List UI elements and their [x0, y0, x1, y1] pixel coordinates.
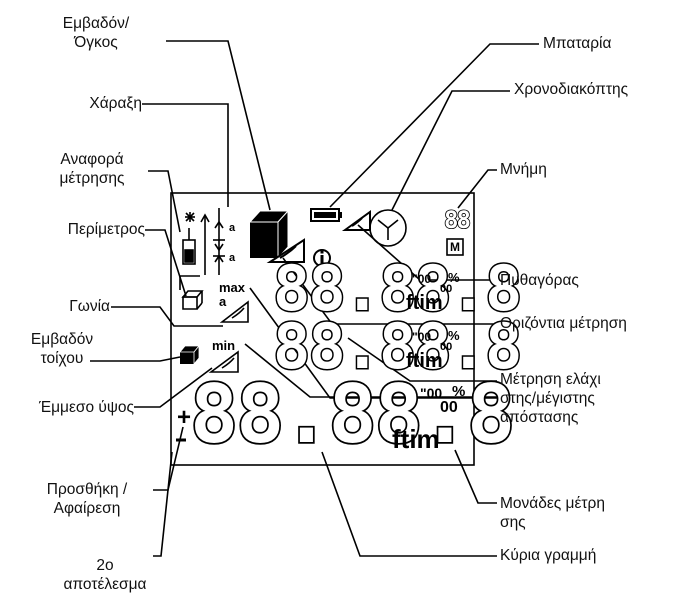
- label-indirect-height: Έμμεσο ύψος: [38, 399, 134, 416]
- indirect-height-icon: [208, 350, 239, 373]
- angle-icon: [219, 300, 249, 323]
- leader-lines: [90, 40, 539, 557]
- unit-main: ftim: [392, 424, 440, 454]
- memory-m: M: [450, 240, 460, 254]
- superscript-row-2: "00: [412, 330, 432, 344]
- fraction-row-1: 00: [440, 283, 453, 295]
- fraction-row-2: 00: [440, 341, 453, 353]
- superscript-main: "00: [420, 385, 443, 401]
- plus-sign: +: [177, 404, 192, 431]
- percent-main: %: [452, 383, 466, 400]
- label-second-result: 2ο αποτέλεσμα: [63, 557, 147, 593]
- label-memory: Μνήμη: [500, 161, 547, 178]
- digits-row-2: 88.88.8: [271, 310, 523, 383]
- fraction-main: 00: [440, 399, 458, 416]
- memory-digits: 88: [443, 206, 471, 234]
- label-pythagoras: Πυθαγόρας: [500, 272, 579, 289]
- pythagoras-icon: [266, 210, 371, 263]
- label-wall-area: Εμβαδόν τοίχου: [30, 331, 94, 367]
- label-measurement-reference: Αναφορά μέτρησης: [59, 151, 125, 187]
- digits-row-1: 88.88.8: [271, 252, 523, 325]
- unit-row-2: ftim: [406, 350, 443, 372]
- label-battery: Μπαταρία: [543, 35, 612, 52]
- label-units: Μονάδες μέτρη σης: [500, 495, 605, 531]
- marking-a-top: a: [229, 222, 236, 234]
- info-icon: [313, 249, 331, 267]
- label-perimeter: Περίμετρος: [67, 221, 145, 238]
- label-marking: Χάραξη: [89, 95, 142, 112]
- marking-icon: [200, 208, 225, 275]
- label-min-max-distance: Μέτρηση ελάχι στης/μέγιστης απόστασης: [500, 371, 601, 426]
- digits-main: 88.88.8: [188, 368, 517, 461]
- measurement-reference-icon: [182, 212, 196, 265]
- label-horizontal-measurement: Οριζόντια μέτρηση: [500, 315, 627, 332]
- max-a-label: a: [219, 294, 227, 309]
- unit-row-1: ftim: [406, 292, 443, 314]
- battery-icon: [310, 208, 342, 222]
- max-label: max: [219, 280, 246, 295]
- percent-row-1: %: [448, 270, 460, 285]
- marking-a-bottom: a: [229, 252, 236, 264]
- label-angle: Γωνία: [69, 298, 110, 315]
- wall-area-icon: [179, 344, 200, 366]
- perimeter-icon: [179, 275, 204, 310]
- label-area-volume: Εμβαδόν/ Όγκος: [62, 15, 130, 51]
- label-add-subtract: Προσθήκη / Αφαίρεση: [46, 481, 128, 517]
- label-main-line: Κύρια γραμμή: [500, 547, 597, 564]
- min-label: min: [212, 338, 236, 353]
- memory-icon: [446, 238, 464, 256]
- percent-row-2: %: [448, 328, 460, 343]
- lcd-frame: [170, 192, 475, 466]
- volume-icon: [248, 209, 290, 260]
- timer-icon: [369, 209, 407, 247]
- superscript-row-1: "00: [412, 272, 432, 286]
- label-timer: Χρονοδιακόπτης: [514, 81, 629, 98]
